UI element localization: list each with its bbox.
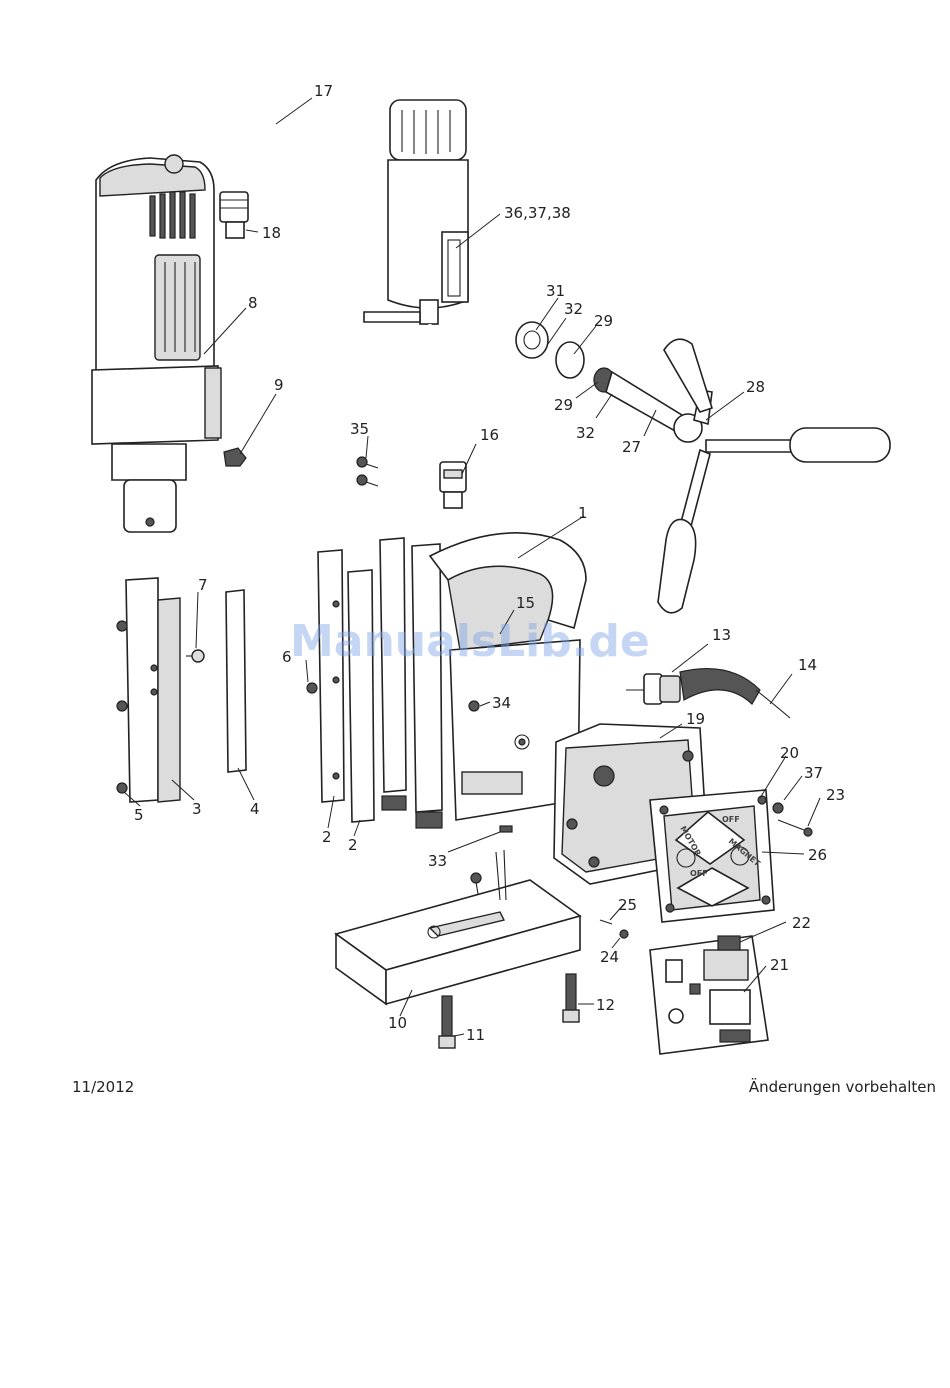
setscrew-33 bbox=[500, 826, 512, 832]
washer-24 bbox=[620, 930, 628, 938]
callout-35: 35 bbox=[350, 420, 369, 438]
callout-29-top: 29 bbox=[594, 312, 613, 330]
valve-16 bbox=[440, 462, 466, 508]
callout-24: 24 bbox=[600, 948, 619, 966]
circuit-board-21 bbox=[650, 936, 768, 1054]
callout-20: 20 bbox=[780, 744, 799, 762]
callout-17: 17 bbox=[314, 82, 333, 100]
callout-25: 25 bbox=[618, 896, 637, 914]
callout-28: 28 bbox=[746, 378, 765, 396]
callout-11: 11 bbox=[466, 1026, 485, 1044]
bolt-11 bbox=[439, 996, 455, 1048]
washer-37 bbox=[773, 803, 783, 813]
callout-32-bottom: 32 bbox=[576, 424, 595, 442]
callout-8: 8 bbox=[248, 294, 258, 312]
magnet-base-10 bbox=[336, 850, 580, 1004]
callout-33: 33 bbox=[428, 852, 447, 870]
callout-2-left: 2 bbox=[322, 828, 332, 846]
cable-gland-13 bbox=[626, 669, 790, 718]
callout-14: 14 bbox=[798, 656, 817, 674]
nut-9 bbox=[224, 448, 246, 466]
screw-under-rail bbox=[471, 873, 481, 894]
callout-23: 23 bbox=[826, 786, 845, 804]
callout-34: 34 bbox=[492, 694, 511, 712]
callout-29-bottom: 29 bbox=[554, 396, 573, 414]
screw-7 bbox=[186, 650, 204, 662]
callout-36-37-38: 36,37,38 bbox=[504, 204, 571, 222]
callout-22: 22 bbox=[792, 914, 811, 932]
callout-9: 9 bbox=[274, 376, 284, 394]
panel-off-label-2: OFF bbox=[690, 869, 708, 878]
callout-26: 26 bbox=[808, 846, 827, 864]
bolt-12 bbox=[563, 974, 579, 1022]
callout-16: 16 bbox=[480, 426, 499, 444]
panel-off-label-1: OFF bbox=[722, 815, 740, 824]
screw-25 bbox=[600, 920, 612, 924]
rail-4 bbox=[226, 590, 246, 772]
callout-37: 37 bbox=[804, 764, 823, 782]
callout-1: 1 bbox=[578, 504, 588, 522]
callout-5: 5 bbox=[134, 806, 144, 824]
screw-23 bbox=[778, 820, 812, 836]
callout-31: 31 bbox=[546, 282, 565, 300]
callout-19: 19 bbox=[686, 710, 705, 728]
callout-10: 10 bbox=[388, 1014, 407, 1032]
callout-32-top: 32 bbox=[564, 300, 583, 318]
gib-plate-3 bbox=[117, 578, 180, 802]
exploded-parts-diagram: MOTOR MAGNET OFF OFF bbox=[0, 0, 950, 1080]
callout-13: 13 bbox=[712, 626, 731, 644]
callout-7: 7 bbox=[198, 576, 208, 594]
footer-notice: Änderungen vorbehalten bbox=[749, 1078, 936, 1096]
screws-35 bbox=[357, 457, 378, 486]
control-panel-26: MOTOR MAGNET OFF OFF bbox=[650, 790, 774, 922]
callout-15: 15 bbox=[516, 594, 535, 612]
callout-2-right: 2 bbox=[348, 836, 358, 854]
coolant-bottle bbox=[364, 100, 468, 470]
callout-21: 21 bbox=[770, 956, 789, 974]
footer-date: 11/2012 bbox=[72, 1078, 134, 1096]
hose-fitting bbox=[220, 192, 248, 238]
watermark: ManualsLib.de bbox=[290, 616, 650, 667]
callout-27: 27 bbox=[622, 438, 641, 456]
callout-12: 12 bbox=[596, 996, 615, 1014]
motor-unit bbox=[92, 155, 221, 532]
callout-18: 18 bbox=[262, 224, 281, 242]
column-rails-2 bbox=[307, 538, 442, 828]
callout-4: 4 bbox=[250, 800, 260, 818]
callout-3: 3 bbox=[192, 800, 202, 818]
